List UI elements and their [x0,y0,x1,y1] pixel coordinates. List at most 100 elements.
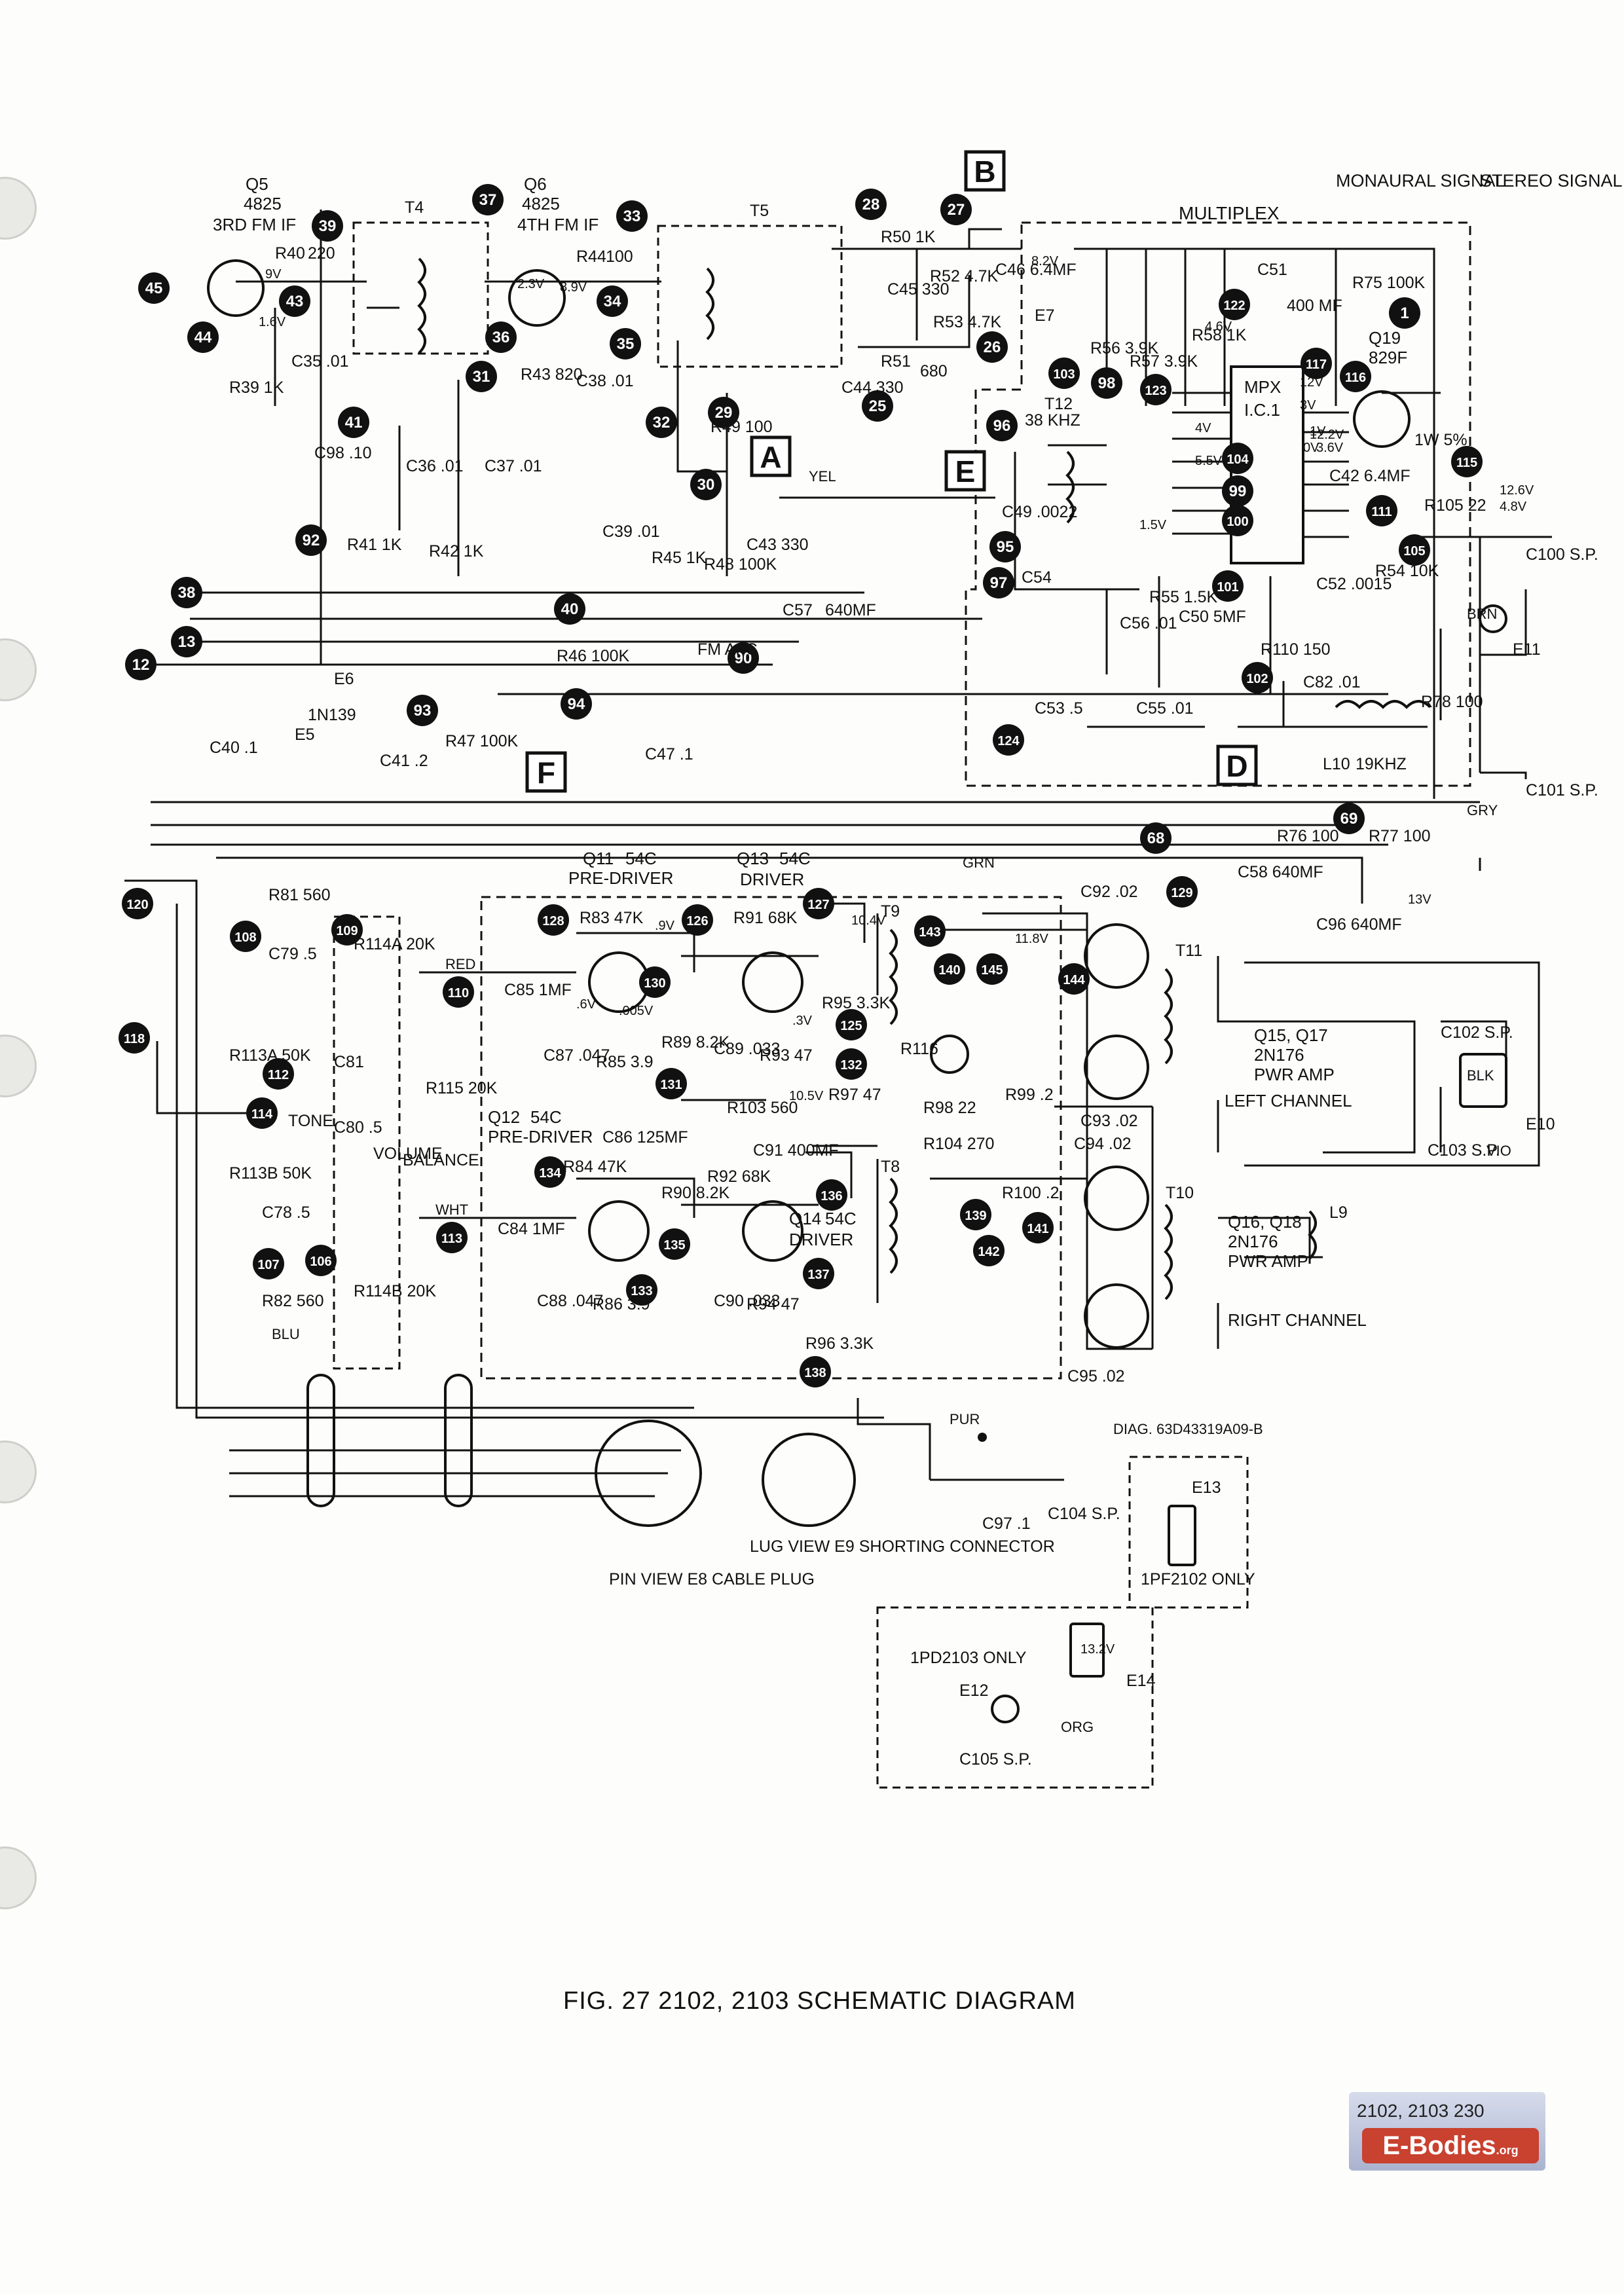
e11-lamp-symbol [1479,604,1507,633]
label-c98: C98 .10 [314,444,372,462]
test-point-number: 105 [1403,544,1425,559]
label-r40: R40 [275,244,305,263]
test-point-disc [1399,534,1430,566]
component-labels: MONAURAL SIGNAL STEREO SIGNAL MULTIPLEX … [210,171,1623,1769]
test-point-disc [534,1156,566,1188]
test-point-number: 40 [561,600,579,618]
test-point-102: 102 [1242,662,1273,693]
label-r42: R42 1K [429,542,484,560]
transistor-q17-symbol [1084,1035,1149,1100]
test-point-number: 129 [1171,886,1192,900]
test-point-31: 31 [466,361,497,392]
q13-type: 54C [779,849,811,868]
test-point-101: 101 [1212,570,1244,602]
test-point-disc [171,626,202,657]
label-r98: R98 22 [923,1099,976,1117]
test-point-disc [976,331,1008,363]
test-point-disc [914,915,946,947]
test-point-number: 96 [993,417,1011,435]
label-c44: C44 330 [841,378,904,397]
test-point-68: 68 [1140,822,1172,854]
label-r89: R89 8.2K [661,1033,730,1052]
test-point-disc [1242,662,1273,693]
t4-coil [417,257,426,354]
test-point-number: 132 [840,1058,862,1073]
test-point-117: 117 [1301,348,1332,379]
q5-ref: Q5 [246,174,268,194]
voltage-reading: .005V [619,1004,654,1018]
label-c90: C90 .033 [714,1292,780,1310]
wire-color-wht: WHT [435,1202,468,1218]
label-r50: R50 1K [881,228,936,246]
q16-q18-role: PWR AMP [1228,1251,1308,1271]
test-point-number: 124 [997,734,1020,748]
label-c103: C103 S.P. [1428,1141,1500,1160]
label-c58: C58 640MF [1238,863,1323,881]
t11-coil [1164,968,1173,1065]
test-point-45: 45 [138,272,170,304]
callout-box-b [964,150,1006,192]
test-point-number: 116 [1345,371,1366,385]
label-r48: R48 100K [704,555,777,574]
stereo-header: STEREO SIGNAL [1480,171,1623,191]
test-point-131: 131 [655,1068,687,1099]
test-point-number: 99 [1229,483,1247,500]
test-point-disc [466,361,497,392]
label-c56: C56 .01 [1120,614,1177,633]
q14-ref: Q14 [789,1209,821,1228]
test-point-disc [443,976,474,1008]
test-point-disc [472,184,504,215]
label-r84: R84 47K [563,1158,627,1176]
test-point-number: 145 [981,963,1003,978]
test-point-number: 112 [268,1068,289,1082]
label-volume: VOLUME [373,1145,443,1163]
test-point-number: 97 [990,574,1008,592]
voltage-reading: 8.9V [560,280,587,295]
test-point-114: 114 [246,1097,278,1129]
voltage-reading: 1.5V [1139,518,1167,532]
controls-box [333,915,401,1370]
voltage-reading: 3.6V [1316,441,1344,455]
voltage-reading: 4.8V [1500,500,1527,514]
test-point-disc [1451,446,1483,477]
test-point-number: 113 [441,1232,462,1246]
wire-color-red: RED [445,956,475,972]
test-point-number: 68 [1147,830,1165,847]
label-r85: R85 3.9 [596,1053,654,1071]
voltage-reading: 4.6V [1205,320,1232,334]
test-point-disc [597,285,628,317]
voltage-reading: 4V [1195,421,1211,435]
test-point-135: 135 [659,1228,690,1260]
test-point-28: 28 [855,189,887,220]
test-point-disc [1140,822,1172,854]
test-point-disc [1340,361,1371,392]
label-r114b: R114B 20K [354,1282,436,1300]
label-e7: E7 [1035,306,1055,325]
test-point-number: 122 [1223,299,1245,313]
test-point-115: 115 [1451,446,1483,477]
test-point-number: 90 [735,650,752,667]
label-c49: C49 .0022 [1002,503,1077,521]
shielded-cable [306,1374,335,1507]
callout-letter-f: F [537,756,555,790]
test-point-139: 139 [960,1199,991,1230]
label-c100: C100 S.P. [1526,545,1598,564]
test-point-disc [1389,297,1420,329]
label-t12: T12 [1044,395,1073,413]
voltage-reading: 12.2V [1310,428,1344,442]
e14-fuse-symbol [1069,1623,1105,1678]
e12-lamp-symbol [991,1695,1020,1723]
q13-ref: Q13 [737,849,769,868]
test-point-number: 39 [319,217,337,235]
test-point-disc [800,1356,831,1387]
watermark-logo: E-Bodies.org [1362,2128,1539,2163]
q12-type: 54C [530,1107,562,1127]
label-c57-value: 640MF [825,601,876,619]
test-point-130: 130 [639,966,671,998]
test-point-120: 120 [122,888,153,919]
test-point-29: 29 [708,397,739,428]
label-t11: T11 [1175,942,1202,960]
test-point-109: 109 [331,914,363,946]
callout-box-e [944,450,986,492]
test-point-69: 69 [1333,803,1365,834]
